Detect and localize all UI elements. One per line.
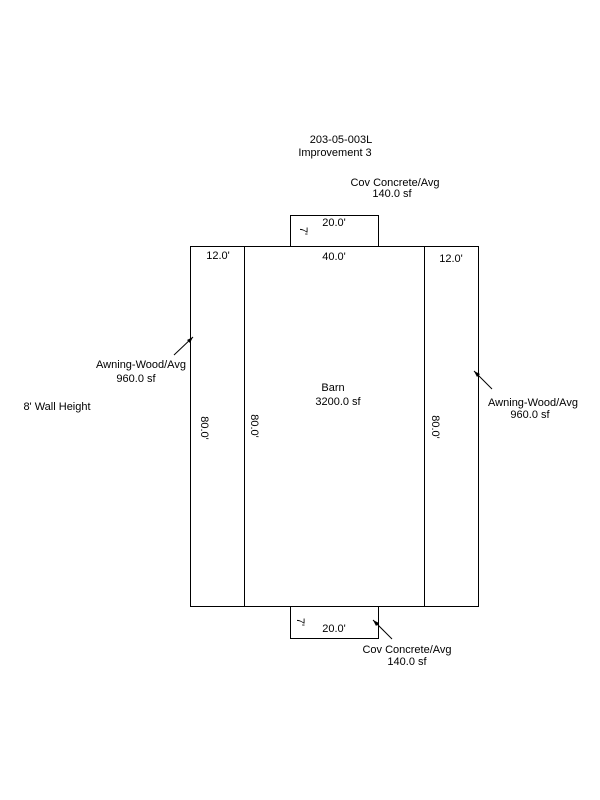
arrowhead-bottom xyxy=(373,620,379,626)
porch-top-depth: 7' xyxy=(297,227,309,235)
porch-bottom-depth: 7' xyxy=(294,618,306,626)
porch-bottom-size: 140.0 sf xyxy=(387,656,427,668)
awning-left-size: 960.0 sf xyxy=(116,373,156,385)
improvement-label: Improvement 3 xyxy=(298,147,371,159)
parcel-id: 203-05-003L xyxy=(310,134,372,146)
awning-left-width: 12.0' xyxy=(206,250,230,262)
awning-right-length: 80.0' xyxy=(429,415,441,439)
barn-width: 40.0' xyxy=(322,251,346,263)
arrowhead-right xyxy=(474,371,480,377)
awning-right-width: 12.0' xyxy=(439,253,463,265)
barn-name: Barn xyxy=(321,382,344,394)
porch-bottom-name: Cov Concrete/Avg xyxy=(362,644,451,656)
porch-bottom-outline xyxy=(290,606,379,639)
awning-right-name: Awning-Wood/Avg xyxy=(488,397,578,409)
porch-top-name: Cov Concrete/Avg xyxy=(350,177,439,189)
barn-outline xyxy=(244,246,425,607)
barn-length: 80.0' xyxy=(248,414,260,438)
awning-right-size: 960.0 sf xyxy=(510,409,550,421)
awning-left-name: Awning-Wood/Avg xyxy=(96,359,186,371)
porch-bottom-width: 20.0' xyxy=(322,623,346,635)
awning-right-outline xyxy=(424,246,479,607)
wall-height-note: 8' Wall Height xyxy=(23,401,90,413)
barn-size: 3200.0 sf xyxy=(315,396,361,408)
porch-top-size: 140.0 sf xyxy=(372,188,412,200)
awning-left-length: 80.0' xyxy=(198,416,210,440)
arrowhead-left xyxy=(187,337,193,343)
porch-top-width: 20.0' xyxy=(322,217,346,229)
